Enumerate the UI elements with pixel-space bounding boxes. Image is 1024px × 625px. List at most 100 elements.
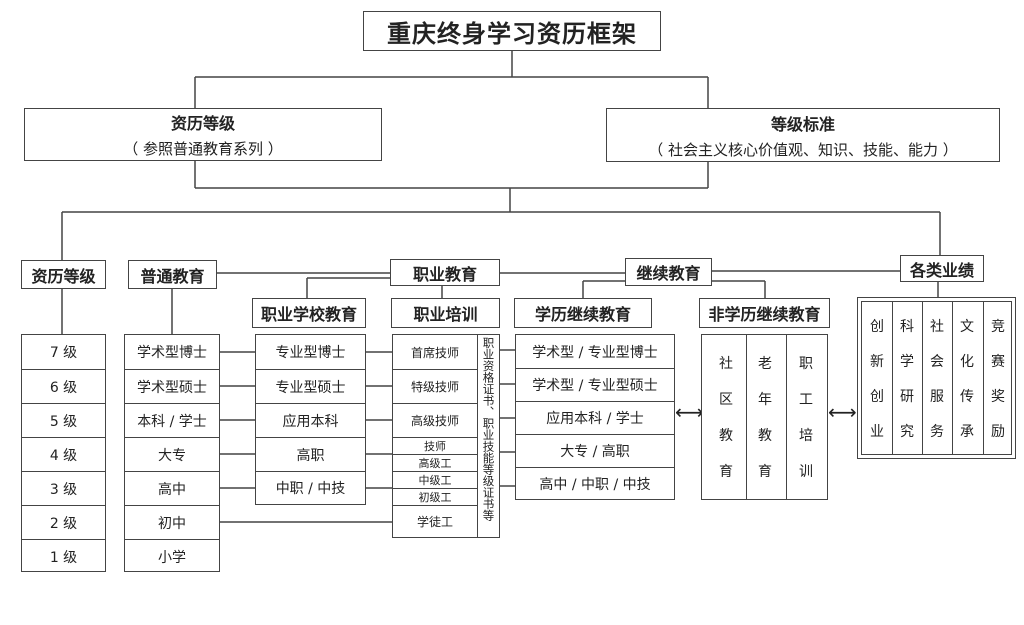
nonacademic-char: 工 bbox=[799, 392, 813, 408]
standard-box-title: 等级标准 bbox=[770, 114, 835, 134]
category-vocational-education: 职业教育 bbox=[390, 259, 500, 286]
nonacademic-continuing-box: 社 区 教 育 老 年 教 育 职 工 培 训 bbox=[701, 334, 828, 500]
achievement-item: 文 化 传 承 bbox=[955, 302, 979, 454]
nonacademic-char: 社 bbox=[719, 356, 733, 372]
bidirectional-arrow-icon: ⟷ bbox=[675, 400, 704, 424]
nonacademic-char: 年 bbox=[758, 392, 772, 408]
level-cell: 1 级 bbox=[22, 539, 105, 573]
general-education-column: 学术型博士 学术型硕士 本科 / 学士 大专 高中 初中 小学 bbox=[124, 334, 220, 572]
category-achievements: 各类业绩 bbox=[900, 255, 984, 282]
achievement-char: 创 bbox=[870, 388, 884, 405]
vocational-training-item: 高级技师 bbox=[393, 403, 477, 437]
category-levels: 资历等级 bbox=[21, 260, 106, 289]
vocational-school-item: 中职 / 中技 bbox=[256, 471, 365, 504]
vocational-training-item: 技师 bbox=[393, 437, 477, 454]
subcategory-nonacademic-continuing: 非学历继续教育 bbox=[699, 298, 830, 328]
category-continuing-education: 继续教育 bbox=[625, 258, 712, 286]
nonacademic-item: 社 区 教 育 bbox=[714, 335, 738, 499]
achievement-char: 究 bbox=[900, 423, 914, 440]
academic-continuing-column: 学术型 / 专业型博士 学术型 / 专业型硕士 应用本科 / 学士 大专 / 高… bbox=[515, 334, 675, 500]
subcategory-academic-continuing: 学历继续教育 bbox=[514, 298, 652, 328]
achievement-item: 科 学 研 究 bbox=[895, 302, 919, 454]
achievement-char: 励 bbox=[991, 423, 1005, 440]
nonacademic-char: 育 bbox=[719, 464, 733, 480]
level-cell: 3 级 bbox=[22, 471, 105, 505]
achievement-divider bbox=[922, 302, 923, 454]
vocational-training-column: 首席技师 特级技师 高级技师 技师 高级工 中级工 初级工 学徒工 职业资格证书… bbox=[392, 334, 500, 538]
achievement-divider bbox=[983, 302, 984, 454]
achievement-item: 社 会 服 务 bbox=[925, 302, 949, 454]
achievement-item: 竞 赛 奖 励 bbox=[986, 302, 1010, 454]
nonacademic-char: 教 bbox=[758, 428, 772, 444]
nonacademic-char: 职 bbox=[799, 356, 813, 372]
vocational-training-divider bbox=[477, 335, 478, 537]
general-item: 学术型硕士 bbox=[125, 369, 219, 403]
nonacademic-char: 教 bbox=[719, 428, 733, 444]
bidirectional-arrow-icon: ⟷ bbox=[828, 400, 857, 424]
nonacademic-char: 区 bbox=[719, 392, 733, 408]
achievement-char: 创 bbox=[870, 318, 884, 335]
general-item: 初中 bbox=[125, 505, 219, 539]
achievements-box: 创 新 创 业 科 学 研 究 社 会 服 务 文 化 传 承 竞 赛 bbox=[857, 297, 1016, 459]
level-cell: 6 级 bbox=[22, 369, 105, 403]
standard-box: 等级标准 （ 社会主义核心价值观、知识、技能、能力 ） bbox=[606, 108, 1000, 162]
vocational-training-item: 特级技师 bbox=[393, 369, 477, 403]
vocational-training-item: 初级工 bbox=[393, 488, 477, 505]
achievement-char: 业 bbox=[870, 423, 884, 440]
standard-box-subtitle: （ 社会主义核心价值观、知识、技能、能力 ） bbox=[648, 140, 958, 159]
nonacademic-item: 职 工 培 训 bbox=[794, 335, 818, 499]
level-cell: 7 级 bbox=[49, 345, 78, 361]
subcategory-vocational-school: 职业学校教育 bbox=[252, 298, 366, 328]
vocational-school-item: 专业型博士 bbox=[275, 345, 346, 361]
subcategory-vocational-training: 职业培训 bbox=[391, 298, 500, 328]
category-general-education: 普通教育 bbox=[128, 260, 217, 289]
general-item: 学术型博士 bbox=[137, 345, 207, 361]
achievement-divider bbox=[892, 302, 893, 454]
vocational-training-item: 首席技师 bbox=[410, 345, 459, 360]
academic-continuing-item: 应用本科 / 学士 bbox=[516, 401, 674, 434]
nonacademic-char: 训 bbox=[799, 464, 813, 480]
academic-continuing-item: 学术型 / 专业型硕士 bbox=[516, 368, 674, 401]
achievement-char: 新 bbox=[870, 353, 884, 370]
nonacademic-divider bbox=[746, 335, 747, 499]
levels-column: 7 级 6 级 5 级 4 级 3 级 2 级 1 级 bbox=[21, 334, 106, 572]
nonacademic-char: 育 bbox=[758, 464, 772, 480]
achievement-char: 学 bbox=[900, 353, 914, 370]
level-cell: 4 级 bbox=[22, 437, 105, 471]
vocational-school-item: 应用本科 bbox=[256, 403, 365, 437]
vocational-training-item: 中级工 bbox=[393, 471, 477, 488]
achievement-item: 创 新 创 业 bbox=[865, 302, 889, 454]
nonacademic-divider bbox=[786, 335, 787, 499]
achievement-char: 化 bbox=[960, 353, 974, 370]
general-item: 高中 bbox=[125, 471, 219, 505]
level-cell: 5 级 bbox=[22, 403, 105, 437]
vocational-school-item: 高职 bbox=[256, 437, 365, 471]
achievement-char: 会 bbox=[930, 353, 944, 370]
achievement-char: 承 bbox=[960, 423, 974, 440]
academic-continuing-item: 学术型 / 专业型博士 bbox=[532, 344, 658, 361]
achievement-char: 文 bbox=[960, 318, 974, 335]
achievement-char: 传 bbox=[960, 388, 974, 405]
achievement-char: 赛 bbox=[991, 353, 1005, 370]
vocational-training-item: 学徒工 bbox=[393, 505, 477, 537]
achievement-divider bbox=[952, 302, 953, 454]
general-item: 小学 bbox=[125, 539, 219, 573]
achievement-char: 务 bbox=[930, 423, 944, 440]
vocational-training-item: 高级工 bbox=[393, 454, 477, 471]
nonacademic-char: 老 bbox=[758, 356, 772, 372]
achievement-char: 科 bbox=[900, 318, 914, 335]
certificate-side-label: 职业资格证书、职业技能等级证书等 bbox=[481, 337, 496, 521]
framework-title: 重庆终身学习资历框架 bbox=[363, 11, 661, 51]
level-box-subtitle: （ 参照普通教育系列 ） bbox=[123, 140, 283, 158]
achievement-char: 奖 bbox=[991, 388, 1005, 405]
achievement-char: 服 bbox=[930, 388, 944, 405]
academic-continuing-item: 大专 / 高职 bbox=[516, 434, 674, 467]
general-item: 大专 bbox=[125, 437, 219, 471]
level-box: 资历等级 （ 参照普通教育系列 ） bbox=[24, 108, 382, 161]
nonacademic-item: 老 年 教 育 bbox=[753, 335, 777, 499]
achievement-char: 竞 bbox=[991, 318, 1005, 335]
academic-continuing-item: 高中 / 中职 / 中技 bbox=[516, 467, 674, 499]
achievement-char: 社 bbox=[930, 318, 944, 335]
level-box-title: 资历等级 bbox=[170, 114, 235, 133]
